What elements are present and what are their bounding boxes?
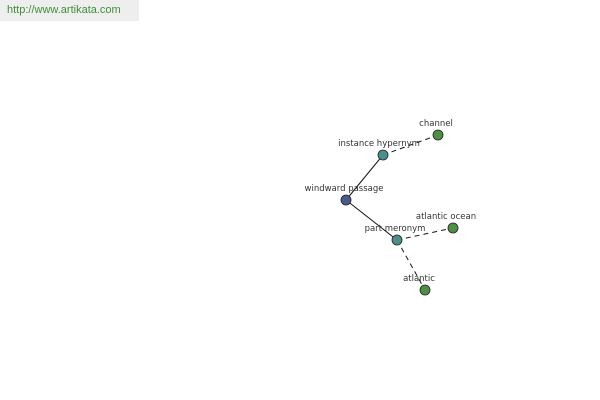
edge-part-meronym-to-atlantic-ocean xyxy=(396,227,454,241)
node-label-part-meronym[interactable]: part meronym xyxy=(365,224,426,234)
node-label-atlantic[interactable]: atlantic xyxy=(403,274,435,284)
node-channel[interactable] xyxy=(432,129,444,141)
node-label-instance-hypernym[interactable]: instance hypernym xyxy=(338,139,420,149)
node-atlantic-ocean[interactable] xyxy=(447,222,459,234)
node-label-atlantic-ocean[interactable]: atlantic ocean xyxy=(416,212,476,222)
node-windward-passage[interactable] xyxy=(340,194,352,206)
edge-part-meronym-to-atlantic xyxy=(396,239,426,291)
graph-edges xyxy=(345,134,454,291)
node-part-meronym[interactable] xyxy=(391,234,403,246)
graph-labels: windward passage instance hypernym channel… xyxy=(305,119,477,284)
edge-windward-passage-to-part-meronym xyxy=(345,199,398,241)
edge-windward-passage-to-instance-hypernym xyxy=(345,154,384,201)
node-atlantic[interactable] xyxy=(419,284,431,296)
edge-instance-hypernym-to-channel xyxy=(382,134,439,156)
source-url[interactable]: http://www.artikata.com xyxy=(0,0,139,21)
graph-nodes xyxy=(340,129,459,296)
node-label-windward-passage[interactable]: windward passage xyxy=(305,184,384,194)
node-instance-hypernym[interactable] xyxy=(377,149,389,161)
node-label-channel[interactable]: channel xyxy=(419,119,453,129)
